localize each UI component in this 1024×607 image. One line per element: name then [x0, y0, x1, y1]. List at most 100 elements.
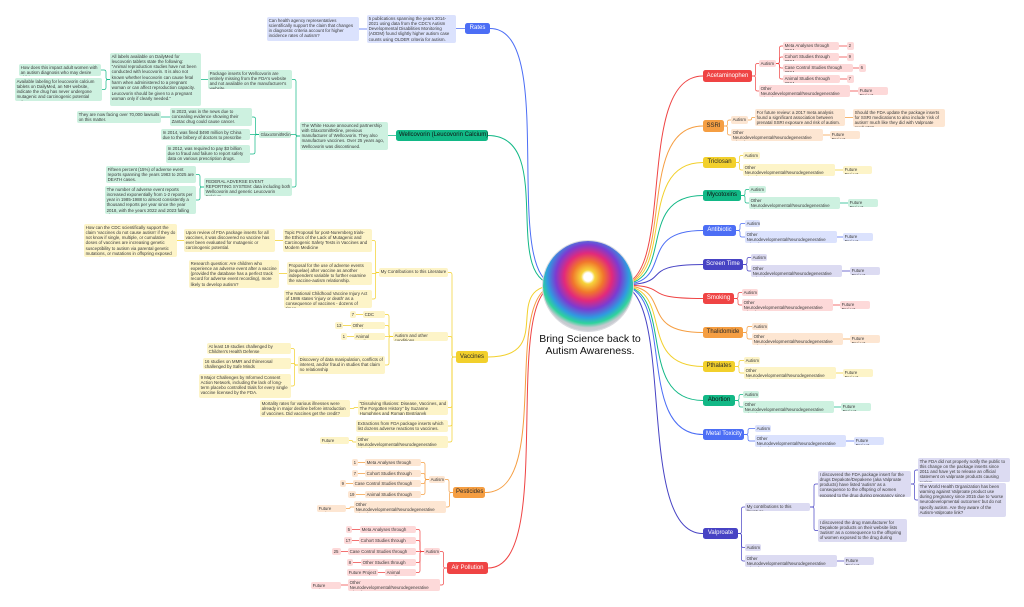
topic-future-project[interactable]: Future Project — [311, 582, 341, 589]
topic-i-discovered-the-drug-manufacturer-for-d[interactable]: I discovered the drug manufacturer for D… — [818, 519, 907, 542]
topic-i-discovered-the-fda-package-insert-for-[interactable]: I discovered the FDA package insert for … — [818, 471, 911, 497]
topic-future-project[interactable]: Future Project — [347, 569, 378, 576]
topic-future-project[interactable]: Future Project — [848, 199, 878, 207]
topic-future-project[interactable]: Future Project — [841, 403, 871, 411]
topic-autism[interactable]: Autism — [749, 186, 766, 193]
topic-dissolving-illusions-disease-vaccines-an[interactable]: "Dissolving Illusions: Disease, Vaccines… — [358, 400, 448, 415]
branch-thalidomide[interactable]: Thalidomide — [703, 327, 743, 338]
topic-other-neurodevelopmental-neurodegenerati[interactable]: Other Neurodevelopmental/Neurodegenerati… — [743, 164, 835, 176]
topic-future-project[interactable]: Future Project — [844, 557, 874, 565]
topic-case-control-studies-through-2023[interactable]: Case Control Studies through 2023 — [353, 480, 421, 487]
topic-other-databases[interactable]: Other Databases — [351, 322, 385, 329]
topic-case-control-studies-through-2024[interactable]: Case Control Studies through 2024 — [783, 64, 853, 72]
topic-25[interactable]: 25 — [332, 548, 341, 555]
topic-13[interactable]: 13 — [335, 322, 343, 329]
topic-autism[interactable]: Autism — [759, 60, 776, 67]
topic-16-studies-on-mmr-and-thimerosal-challen[interactable]: 16 studies on MMR and thimerosal challen… — [203, 358, 291, 369]
topic-other-neurodevelopmental-neurodegenerati[interactable]: Other Neurodevelopmental/Neurodegenerati… — [356, 436, 448, 448]
topic-other-neurodevelopmental-neurodegenerati[interactable]: Other Neurodevelopmental/Neurodegenerati… — [354, 501, 446, 513]
topic-cohort-studies-through-2023[interactable]: Cohort Studies through 2023 — [365, 470, 421, 477]
branch-valproate[interactable]: Valproate — [703, 528, 738, 539]
topic-future-project[interactable]: Future Project — [830, 131, 860, 139]
branch-pthalates[interactable]: Pthalates — [703, 361, 735, 372]
topic-research-question-are-children-who-exper[interactable]: Research question: Are children who expe… — [189, 260, 279, 288]
topic-future-project[interactable]: Future Project — [843, 369, 873, 377]
topic-1[interactable]: 1 — [352, 459, 358, 466]
topic-other-neurodevelopmental-neurodegenerati[interactable]: Other Neurodevelopmental/Neurodegenerati… — [744, 367, 836, 379]
topic-animal-studies[interactable]: Animal Studies — [385, 569, 416, 576]
topic-19[interactable]: 19 — [348, 491, 356, 498]
topic-other-neurodevelopmental-neurodegenerati[interactable]: Other Neurodevelopmental/Neurodegenerati… — [742, 299, 833, 311]
topic-7[interactable]: 7 — [352, 470, 358, 477]
topic-other-neurodevelopmental-neurodegenerati[interactable]: Other Neurodevelopmental/Neurodegenerati… — [745, 231, 837, 243]
topic-extractions-from-fda-package-inserts-whi[interactable]: Extractions from FDA package inserts whi… — [356, 420, 448, 432]
topic-autism[interactable]: Autism — [752, 323, 768, 330]
topic-federal-adverse-event-reporting-system-d[interactable]: FEDERAL ADVERSE EVENT REPORTING SYSTEM: … — [204, 178, 292, 196]
topic-my-contributions-to-this-literature[interactable]: My contributions to this literature — [745, 503, 810, 511]
topic-autism[interactable]: Autism — [755, 425, 771, 432]
topic-other-neurodevelopmental-neurodegenerati[interactable]: Other Neurodevelopmental/Neurodegenerati… — [745, 555, 837, 567]
topic-other-neurodevelopmental-neurodegenerati[interactable]: Other Neurodevelopmental/Neurodegenerati… — [751, 265, 842, 277]
topic-all-labels-available-on-dailymed-for-leu[interactable]: All labels available on DailyMed for leu… — [110, 53, 201, 106]
topic-in-2012-was-required-to-pay-3-billion-du[interactable]: In 2012, was required to pay $3 billion … — [166, 145, 250, 163]
topic-autism[interactable]: Autism — [743, 152, 760, 159]
topic-my-contributions-to-this-literature[interactable]: My Contributions to this Literature — [379, 268, 448, 277]
topic-at-least-19-studies-challenged-by-childr[interactable]: At least 19 studies challenged by Childr… — [207, 343, 291, 354]
topic-autism[interactable]: Autism — [424, 548, 440, 555]
branch-wellcovorin-leucovorin-calcium[interactable]: Wellcovorin (Leucovorin Calcium) — [396, 130, 488, 141]
topic-autism[interactable]: Autism — [745, 544, 761, 551]
topic-5-publications-spanning-the-years-2014-2[interactable]: 5 publications spanning the years 2014-2… — [367, 15, 456, 43]
topic-cdc-data[interactable]: CDC Data — [363, 311, 385, 318]
topic-future-project[interactable]: Future Project — [858, 87, 888, 95]
branch-acetaminophen[interactable]: Acetaminophen — [703, 70, 752, 82]
topic-in-2023-was-in-the-news-due-to-concealin[interactable]: In 2023, was in the news due to conceali… — [170, 108, 252, 126]
topic-meta-analyses-through-2024[interactable]: Meta Analyses through 2024 — [783, 42, 839, 50]
topic-they-are-now-facing-over-70-000-lawsuits[interactable]: They are now facing over 70,000 lawsuits… — [77, 111, 161, 123]
topic-for-future-review-a-2017-meta-analysis-f[interactable]: For future review: a 2017 meta analysis … — [755, 109, 845, 126]
topic-7[interactable]: 7 — [350, 311, 356, 318]
topic-the-fda-did-not-properly-notify-the-publ[interactable]: The FDA did not properly notify the publ… — [918, 458, 1010, 482]
topic-the-number-of-adverse-event-reports-incr[interactable]: The number of adverse event reports incr… — [105, 186, 196, 214]
topic-cohort-studies-through-2023[interactable]: Cohort Studies through 2023 — [359, 537, 416, 544]
topic-fifteen-percent-15-of-adverse-event-repo[interactable]: Fifteen percent (15%) of adverse event r… — [106, 166, 196, 183]
topic-1[interactable]: 1 — [341, 333, 347, 340]
topic-autism[interactable]: Autism — [745, 220, 760, 227]
branch-rates[interactable]: Rates — [465, 23, 490, 34]
topic-other-neurodevelopmental-neurodegenerati[interactable]: Other Neurodevelopmental/Neurodegenerati… — [348, 579, 440, 591]
topic-the-national-childhood-vaccine-injury-ac[interactable]: The National Childhood Vaccine Injury Ac… — [284, 290, 372, 308]
topic-8[interactable]: 8 — [347, 559, 353, 566]
topic-autism[interactable]: Autism — [744, 357, 760, 364]
topic-future-project[interactable]: Future Project — [317, 505, 346, 512]
topic-available-labeling-for-leucovorin-calciu[interactable]: Available labeling for leucovorin calciu… — [15, 78, 102, 101]
topic-2[interactable]: 2 — [847, 42, 854, 50]
topic-upon-review-of-fda-package-inserts-for-a[interactable]: Upon review of FDA package inserts for a… — [184, 229, 275, 252]
topic-other-studies-through-2023[interactable]: Other Studies through 2023 — [361, 559, 416, 566]
topic-mortality-rates-for-various-illnesses-we[interactable]: Mortality rates for various illnesses we… — [260, 400, 350, 417]
branch-antibiotic[interactable]: Antibiotic — [703, 225, 736, 236]
branch-abortion[interactable]: Abortion — [703, 395, 735, 406]
topic-other-neurodevelopmental-neurodegenerati[interactable]: Other Neurodevelopmental/Neurodegenerati… — [731, 129, 823, 141]
topic-package-inserts-for-wellcovorin-are-enti[interactable]: Package inserts for Wellcovorin are enti… — [208, 70, 292, 89]
topic-animal-studies-through-2023[interactable]: Animal Studies through 2023 — [365, 491, 421, 498]
branch-air-pollution[interactable]: Air Pollution — [447, 562, 488, 574]
topic-7[interactable]: 7 — [847, 75, 854, 83]
topic-in-2014-was-fined-490-million-by-china-d[interactable]: In 2014, was fined $490 million by China… — [161, 129, 250, 140]
topic-glaxosmithkline[interactable]: GlaxoSmithKline — [259, 131, 291, 138]
topic-future-project[interactable]: Future Project — [850, 335, 880, 343]
topic-9[interactable]: 9 — [340, 480, 346, 487]
topic-17[interactable]: 17 — [344, 537, 352, 544]
topic-topic-proposal-for-post-nuremberg-trials[interactable]: Topic Proposal for post-Nuremberg trials… — [283, 229, 372, 252]
branch-triclosan[interactable]: Triclosan — [703, 157, 736, 168]
topic-meta-analyses-through-2023[interactable]: Meta Analyses through 2023 — [360, 526, 416, 533]
topic-meta-analyses-through-2023[interactable]: Meta Analyses through 2023 — [365, 459, 421, 466]
topic-future-project[interactable]: Future Project — [840, 301, 870, 309]
topic-other-neurodevelopmental-neurodegenerati[interactable]: Other Neurodevelopmental/Neurodegenerati… — [749, 197, 840, 209]
topic-other-neurodevelopmental-neurodegenerati[interactable]: Other Neurodevelopmental/Neurodegenerati… — [755, 435, 846, 447]
topic-discovery-of-data-manipulation-conflicts[interactable]: Discovery of data manipulation, conflict… — [298, 356, 385, 374]
topic-9-major-challenges-by-informed-consent-a[interactable]: 9 Major Challenges by Informed Consent A… — [199, 374, 291, 398]
topic-future-project[interactable]: Future Project — [843, 233, 873, 241]
topic-the-world-health-organization-has-been-w[interactable]: The World Health Organization has been w… — [918, 483, 1006, 517]
topic-case-control-studies-through-2023[interactable]: Case Control Studies through 2023 — [348, 548, 416, 555]
topic-the-white-house-announced-partnership-wi[interactable]: The White House announced partnership wi… — [300, 122, 388, 150]
branch-pesticides[interactable]: Pesticides — [453, 487, 485, 498]
